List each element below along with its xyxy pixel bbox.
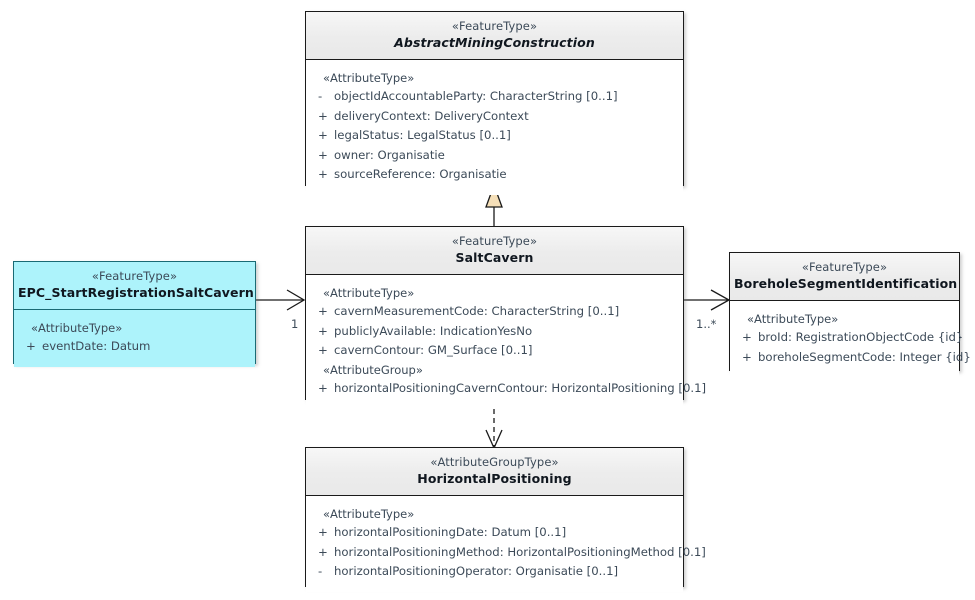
attribute-row[interactable]: - objectIdAccountableParty: CharacterStr… [312, 87, 677, 107]
class-body-epc-start-registration-salt-cavern: «AttributeType» + eventDate: Datum [14, 310, 255, 367]
attribute-signature: broId: RegistrationObjectCode {id} [758, 330, 964, 344]
attribute-row[interactable]: + eventDate: Datum [20, 337, 249, 357]
compartment-label: «AttributeType» [323, 71, 415, 85]
attribute-visibility: + [318, 343, 328, 357]
attribute-signature: eventDate: Datum [42, 339, 151, 353]
class-box-salt-cavern[interactable]: «FeatureType» SaltCavern «AttributeType»… [305, 226, 706, 408]
class-name: HorizontalPositioning [417, 471, 572, 486]
attribute-visibility: + [318, 304, 328, 318]
attribute-visibility: + [318, 525, 328, 539]
attribute-row[interactable]: + cavernMeasurementCode: CharacterString… [312, 302, 677, 322]
association-epc-saltcavern-connector[interactable] [256, 289, 306, 311]
attribute-row[interactable]: + publiclyAvailable: IndicationYesNo [312, 322, 677, 342]
class-header-borehole-segment-identification: «FeatureType» BoreholeSegmentIdentificat… [730, 253, 959, 301]
attribute-visibility: + [318, 147, 328, 162]
attribute-signature: owner: Organisatie [334, 147, 445, 162]
attribute-signature: publiclyAvailable: IndicationYesNo [334, 323, 533, 338]
compartment-label: «AttributeType» [323, 507, 415, 521]
class-stereotype: «FeatureType» [801, 260, 888, 274]
multiplicity-label-borehole-target: 1..* [696, 317, 717, 331]
attribute-visibility: + [26, 339, 36, 353]
attribute-row[interactable]: + cavernContour: GM_Surface [0..1] [312, 341, 677, 361]
association-saltcavern-borehole-connector[interactable] [684, 289, 731, 311]
class-header-abstract-mining-construction: «FeatureType» AbstractMiningConstruction [306, 12, 683, 60]
compartment-label: «AttributeGroup» [323, 362, 423, 377]
class-name: EPC_StartRegistrationSaltCavern [18, 285, 254, 300]
attribute-row[interactable]: + horizontalPositioningDate: Datum [0..1… [312, 523, 677, 543]
attribute-visibility: + [318, 544, 328, 559]
attribute-visibility: + [318, 167, 328, 181]
attribute-row[interactable]: - horizontalPositioningOperator: Organis… [312, 562, 677, 582]
attribute-signature: horizontalPositioningCavernContour: Hori… [334, 380, 707, 395]
attribute-row[interactable]: + owner: Organisatie [312, 146, 677, 166]
class-name: AbstractMiningConstruction [394, 35, 595, 50]
compartment-label: «AttributeType» [31, 321, 123, 335]
attribute-visibility: - [318, 89, 323, 103]
compartment-label: «AttributeType» [747, 312, 839, 326]
attribute-visibility: - [318, 564, 323, 578]
attribute-row[interactable]: + horizontalPositioningMethod: Horizonta… [312, 543, 706, 563]
attribute-visibility: + [742, 349, 752, 364]
attribute-signature: cavernMeasurementCode: CharacterString [… [334, 304, 620, 318]
class-header-epc-start-registration-salt-cavern: «FeatureType» EPC_StartRegistrationSaltC… [14, 262, 255, 310]
class-body-borehole-segment-identification: «AttributeType» + broId: RegistrationObj… [730, 301, 971, 377]
attribute-signature: deliveryContext: DeliveryContext [334, 108, 529, 123]
class-body-horizontal-positioning: «AttributeType» + horizontalPositioningD… [306, 496, 706, 592]
class-header-salt-cavern: «FeatureType» SaltCavern [306, 227, 683, 275]
class-stereotype: «FeatureType» [451, 19, 538, 33]
attribute-visibility: + [742, 330, 752, 344]
attribute-signature: horizontalPositioningOperator: Organisat… [334, 564, 619, 578]
attribute-visibility: + [318, 380, 328, 395]
attribute-row[interactable]: + legalStatus: LegalStatus [0..1] [312, 126, 677, 146]
class-body-salt-cavern: «AttributeType» + cavernMeasurementCode:… [306, 275, 706, 408]
attribute-visibility: + [318, 128, 328, 142]
attribute-signature: legalStatus: LegalStatus [0..1] [334, 128, 511, 142]
attribute-row[interactable]: + sourceReference: Organisatie [312, 165, 677, 185]
multiplicity-label-epc-target: 1 [291, 317, 299, 331]
class-box-epc-start-registration-salt-cavern[interactable]: «FeatureType» EPC_StartRegistrationSaltC… [13, 261, 256, 367]
compartment-label: «AttributeType» [323, 286, 415, 300]
attribute-signature: cavernContour: GM_Surface [0..1] [334, 343, 533, 357]
class-name: SaltCavern [455, 250, 534, 265]
attribute-signature: objectIdAccountableParty: CharacterStrin… [334, 89, 618, 103]
attribute-visibility: + [318, 323, 328, 338]
attribute-signature: boreholeSegmentCode: Integer {id} [758, 349, 971, 364]
attribute-row[interactable]: + deliveryContext: DeliveryContext [312, 107, 677, 127]
attribute-row[interactable]: + horizontalPositioningCavernContour: Ho… [312, 379, 706, 399]
class-body-abstract-mining-construction: «AttributeType» - objectIdAccountablePar… [306, 60, 683, 195]
attribute-signature: sourceReference: Organisatie [334, 167, 507, 181]
attribute-signature: horizontalPositioningDate: Datum [0..1] [334, 525, 567, 539]
class-name: BoreholeSegmentIdentification [734, 276, 958, 291]
class-box-borehole-segment-identification[interactable]: «FeatureType» BoreholeSegmentIdentificat… [729, 252, 971, 377]
attribute-visibility: + [318, 108, 328, 123]
class-header-horizontal-positioning: «AttributeGroupType» HorizontalPositioni… [306, 448, 683, 496]
class-stereotype: «AttributeGroupType» [430, 455, 559, 469]
attribute-row[interactable]: + broId: RegistrationObjectCode {id} [736, 328, 963, 348]
class-box-horizontal-positioning[interactable]: «AttributeGroupType» HorizontalPositioni… [305, 447, 706, 592]
class-box-abstract-mining-construction[interactable]: «FeatureType» AbstractMiningConstruction… [305, 11, 684, 195]
class-stereotype: «FeatureType» [91, 269, 178, 283]
attribute-signature: horizontalPositioningMethod: HorizontalP… [334, 544, 706, 559]
class-stereotype: «FeatureType» [451, 234, 538, 248]
attribute-row[interactable]: + boreholeSegmentCode: Integer {id} [736, 348, 971, 368]
